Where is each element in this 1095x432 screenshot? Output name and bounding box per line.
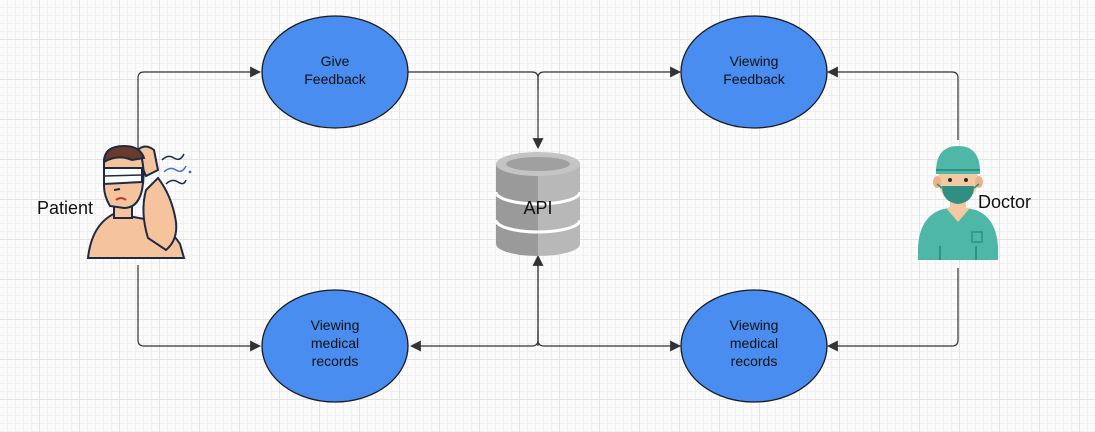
doctor-label: Doctor — [978, 192, 1031, 212]
node-patient-records-line1: Viewing — [311, 317, 360, 333]
node-viewing-feedback[interactable]: Viewing Feedback — [680, 15, 828, 129]
node-give-feedback[interactable]: Give Feedback — [261, 15, 409, 129]
node-viewing-feedback-line1: Viewing — [730, 53, 779, 69]
api-label: API — [523, 198, 552, 218]
edge-doctor-to-viewing-feedback — [826, 66, 959, 140]
doctor-surgeon-icon — [918, 146, 998, 260]
node-give-feedback-line2: Feedback — [304, 71, 366, 87]
database-icon — [494, 152, 582, 256]
edge-give-feedback-to-api — [408, 71, 544, 150]
api-database[interactable]: API — [494, 152, 582, 256]
node-doctor-records-line2: medical — [730, 335, 778, 351]
node-viewing-feedback-line2: Feedback — [723, 71, 785, 87]
patient-label: Patient — [37, 198, 93, 218]
edge-api-to-viewing-feedback — [537, 66, 682, 90]
connectors — [137, 66, 959, 352]
doctor-actor[interactable]: Doctor — [918, 146, 1031, 260]
node-patient-records-line3: records — [312, 353, 359, 369]
edge-doctor-to-doctor-records — [826, 268, 959, 352]
edge-api-to-patient-records — [409, 258, 539, 352]
edge-patient-to-give-feedback — [137, 66, 262, 150]
node-doctor-viewing-medical-records[interactable]: Viewing medical records — [680, 289, 828, 403]
node-patient-records-line2: medical — [311, 335, 359, 351]
node-patient-viewing-medical-records[interactable]: Viewing medical records — [261, 289, 409, 403]
edge-api-to-doctor-records — [537, 330, 682, 352]
node-doctor-records-line1: Viewing — [730, 317, 779, 333]
patient-actor[interactable]: Patient — [37, 144, 192, 259]
patient-headache-icon — [86, 144, 192, 259]
edge-patient-to-patient-records — [137, 265, 262, 352]
node-give-feedback-line1: Give — [321, 53, 350, 69]
node-doctor-records-line3: records — [731, 353, 778, 369]
